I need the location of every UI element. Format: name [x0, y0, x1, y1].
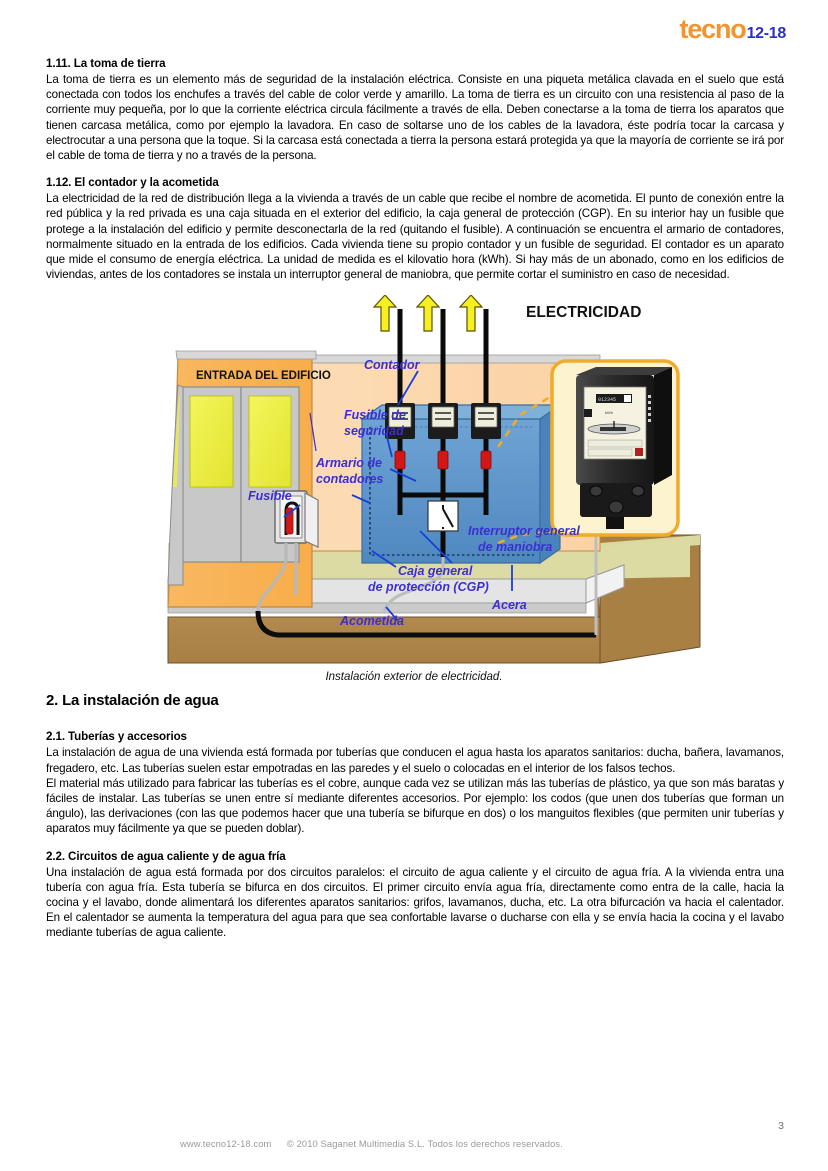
- subsection-paragraph: Una instalación de agua está formada por…: [46, 865, 784, 940]
- figure-label-acometida: Acometida: [339, 614, 404, 628]
- logo-numbers: 12-18: [746, 25, 787, 42]
- subsection-paragraph: El material más utilizado para fabricar …: [46, 776, 784, 836]
- figure-leader-lines: [283, 370, 513, 623]
- figure-instalacion-exterior: ELECTRICIDAD: [0, 295, 828, 685]
- document-content: 1.11. La toma de tierra La toma de tierr…: [46, 57, 784, 941]
- svg-text:kWh: kWh: [605, 410, 613, 415]
- contador-2: [428, 403, 458, 440]
- section-paragraph: La toma de tierra es un elemento más de …: [46, 73, 784, 163]
- page-number: 3: [778, 1120, 784, 1132]
- cabinet-feed-cable: [382, 557, 445, 613]
- figure-label-caja-general-2: de protección (CGP): [368, 580, 489, 594]
- acometida-cable: [255, 611, 596, 638]
- contadores-group: [385, 403, 501, 440]
- brand-logo: tecno 12-18: [679, 14, 787, 45]
- building-doors: [167, 384, 300, 586]
- interruptor-general-maniobra: [427, 495, 459, 558]
- subsection-tuberias-accesorios: 2.1. Tuberías y accesorios La instalació…: [46, 730, 784, 836]
- figure-label-armario-1: Armario de: [315, 456, 382, 470]
- contador-3: [471, 403, 501, 440]
- figure-label-acera: Acera: [491, 598, 527, 612]
- logo-wordmark: tecno: [679, 14, 747, 44]
- subsection-paragraph: La instalación de agua de una vivienda e…: [46, 746, 784, 775]
- figure-label-interruptor-1: Interruptor general: [468, 524, 580, 538]
- figure-label-interruptor-2: de maniobra: [478, 540, 552, 554]
- section2-heading: 2. La instalación de agua: [46, 692, 219, 710]
- section-contador-acometida: 1.12. El contador y la acometida La elec…: [46, 176, 784, 282]
- section-paragraph: La electricidad de la red de distribució…: [46, 192, 784, 282]
- section-toma-de-tierra: 1.11. La toma de tierra La toma de tierr…: [46, 57, 784, 163]
- figure-caption: Instalación exterior de electricidad.: [325, 671, 503, 684]
- figure-label-entrada-edificio: ENTRADA DEL EDIFICIO: [196, 370, 331, 382]
- subsection-circuitos-agua: 2.2. Circuitos de agua caliente y de agu…: [46, 850, 784, 941]
- footer-website[interactable]: www.tecno12-18.com: [180, 1138, 272, 1149]
- subsection-heading: 2.2. Circuitos de agua caliente y de agu…: [46, 849, 286, 863]
- electricity-arrows: [372, 295, 484, 333]
- contador-1: [385, 403, 415, 440]
- page-footer: www.tecno12-18.com © 2010 Saganet Multim…: [0, 1117, 828, 1157]
- section-heading: 1.11. La toma de tierra: [46, 57, 166, 70]
- section-heading: 1.12. El contador y la acometida: [46, 176, 219, 190]
- figure-svg: ELECTRICIDAD: [167, 295, 701, 665]
- subsection-heading: 2.1. Tuberías y accesorios: [46, 730, 187, 744]
- svg-text:012345: 012345: [598, 397, 616, 403]
- figure-label-contador: Contador: [364, 358, 421, 372]
- footer-credits: www.tecno12-18.com © 2010 Saganet Multim…: [180, 1138, 563, 1149]
- figure-label-fusible: Fusible: [248, 489, 292, 503]
- figure-label-electricidad: ELECTRICIDAD: [526, 304, 641, 321]
- section-instalacion-agua: 2. La instalación de agua: [46, 691, 784, 710]
- contador-detalle-callout: 012345 kWh: [496, 359, 680, 545]
- figure-label-caja-general-1: Caja general: [398, 564, 473, 578]
- figure-leader-lines-thin: [309, 413, 317, 452]
- figure-label-fusible-seguridad-1: Fusible de: [344, 408, 406, 422]
- footer-copyright: © 2010 Saganet Multimedia S.L. Todos los…: [286, 1138, 563, 1149]
- figure-label-fusible-seguridad-2: seguridad: [344, 424, 404, 438]
- figure-label-armario-2: contadores: [316, 472, 383, 486]
